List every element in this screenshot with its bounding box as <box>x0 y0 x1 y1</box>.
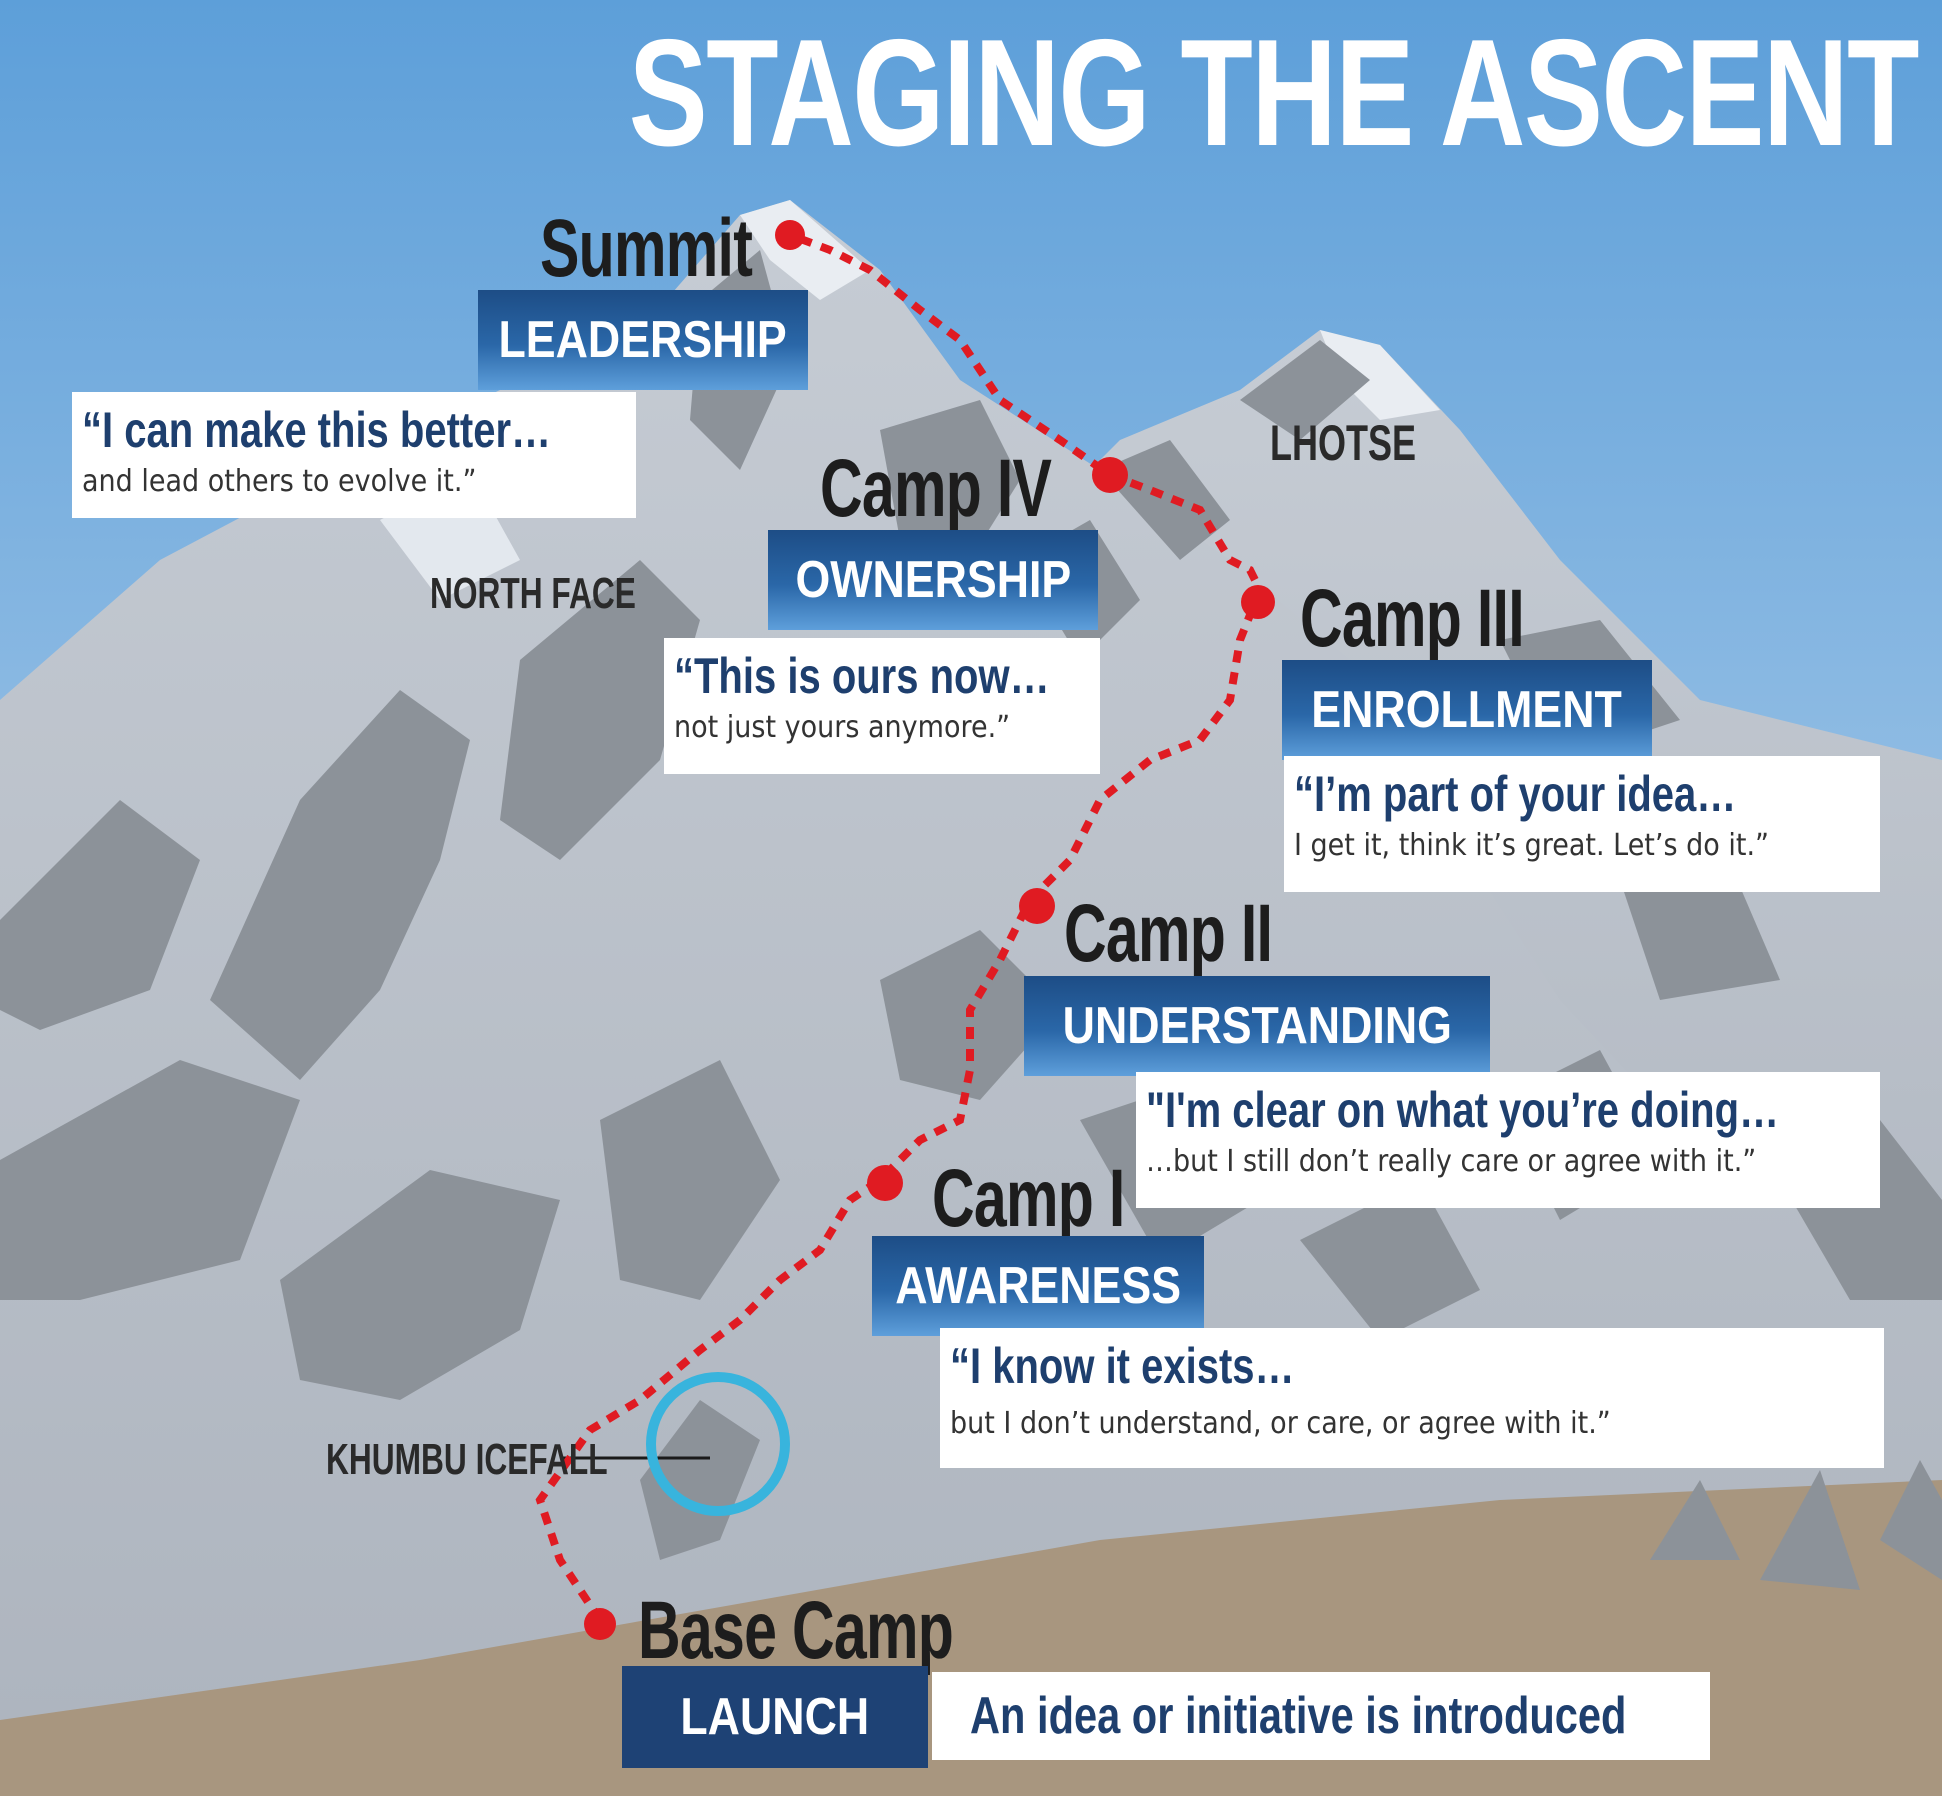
camp-name-base-camp: Base Camp <box>638 1585 954 1676</box>
camp-name-camp-i: Camp I <box>932 1153 1125 1244</box>
quote-bold: “I know it exists… <box>950 1338 1295 1394</box>
stage-label: LEADERSHIP <box>498 311 788 369</box>
camp-marker-camp-iv <box>1092 457 1128 493</box>
quote-rest: not just yours anymore.” <box>674 710 1011 745</box>
quote-rest: …but I still don’t really care or agree … <box>1146 1144 1757 1179</box>
stage-badge-leadership: LEADERSHIP <box>478 290 808 390</box>
ground-rocks <box>1650 1460 1942 1590</box>
quote-bold: “I’m part of your idea… <box>1294 766 1737 822</box>
quote-box-awareness: “I know it exists… but I don’t understan… <box>940 1328 1884 1468</box>
quote-bold: “This is ours now… <box>674 648 1050 704</box>
quote-box-leadership: “I can make this better… and lead others… <box>72 392 636 518</box>
icefall-circle <box>646 1372 790 1516</box>
khumbu-icefall-label: KHUMBU ICEFALL <box>326 1435 608 1484</box>
quote-rest: but I don’t understand, or care, or agre… <box>950 1406 1611 1441</box>
camp-marker-camp-ii <box>1019 888 1055 924</box>
quote-rest: I get it, think it’s great. Let’s do it.… <box>1294 828 1770 863</box>
quote-rest: and lead others to evolve it.” <box>82 464 477 499</box>
ascent-route <box>535 231 1265 1623</box>
launch-description: An idea or initiative is introduced <box>970 1687 1627 1745</box>
stage-badge-awareness: AWARENESS <box>872 1236 1204 1336</box>
camp-marker-base-camp <box>584 1608 616 1640</box>
stage-badge-launch: LAUNCH <box>622 1666 928 1768</box>
camp-name-camp-ii: Camp II <box>1064 888 1273 979</box>
launch-description-box: An idea or initiative is introduced <box>932 1672 1710 1760</box>
snow-patch <box>1320 330 1440 420</box>
stage-label: LAUNCH <box>680 1688 870 1746</box>
camp-name-camp-iv: Camp IV <box>820 443 1052 534</box>
stage-label: AWARENESS <box>895 1257 1181 1315</box>
stage-label: ENROLLMENT <box>1311 681 1623 739</box>
quote-box-ownership: “This is ours now… not just yours anymor… <box>664 638 1100 774</box>
north-face-label: NORTH FACE <box>430 569 636 618</box>
stage-badge-understanding: UNDERSTANDING <box>1024 976 1490 1076</box>
stage-badge-ownership: OWNERSHIP <box>768 530 1098 630</box>
lhotse-label: LHOTSE <box>1270 415 1417 471</box>
quote-box-enrollment: “I’m part of your idea… I get it, think … <box>1284 756 1880 892</box>
camp-marker-camp-iii <box>1241 585 1275 619</box>
quote-bold: “I can make this better… <box>82 402 552 458</box>
quote-bold: "I'm clear on what you’re doing… <box>1146 1082 1780 1138</box>
quote-box-understanding: "I'm clear on what you’re doing… …but I … <box>1136 1072 1880 1208</box>
camp-marker-summit <box>775 220 805 250</box>
snow-patch <box>740 200 870 300</box>
stage-label: OWNERSHIP <box>795 551 1071 609</box>
stage-badge-enrollment: ENROLLMENT <box>1282 660 1652 760</box>
stage-label: UNDERSTANDING <box>1062 997 1452 1055</box>
camp-name-summit: Summit <box>540 203 753 294</box>
page-title: STAGING THE ASCENT <box>628 8 1920 178</box>
camp-name-camp-iii: Camp III <box>1300 573 1525 664</box>
camp-marker-camp-i <box>867 1165 903 1201</box>
